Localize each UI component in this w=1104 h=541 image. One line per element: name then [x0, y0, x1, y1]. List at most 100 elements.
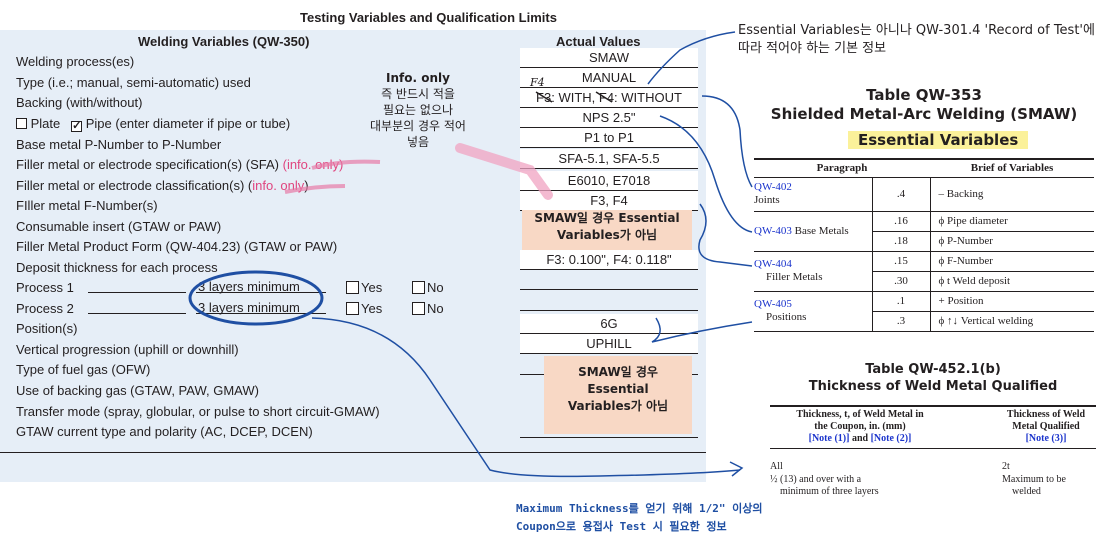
filler-spec-info-only: (info. only): [282, 157, 344, 172]
value-backing[interactable]: F3: WITH, F4: WITHOUT: [520, 88, 698, 108]
blue-circle-layers: [188, 270, 324, 326]
pipe-label: Pipe (enter diameter if pipe or tube): [85, 116, 291, 131]
thick-row2-right-2: welded: [1012, 486, 1041, 497]
blue-curve-thickness: [311, 317, 741, 478]
thick-row2-right-1: Maximum to be: [1002, 474, 1066, 485]
para-cell: QW-405 Positions: [754, 291, 872, 332]
qw-402-link[interactable]: QW-402: [754, 181, 792, 193]
value-process-2[interactable]: [520, 291, 698, 311]
process-1-no[interactable]: No: [412, 280, 444, 295]
process-1-no-label: No: [427, 280, 444, 295]
table-qw-452: Thickness, t, of Weld Metal in the Coupo…: [770, 405, 1096, 499]
value-base-metal[interactable]: P1 to P1: [520, 128, 698, 148]
process-1-no-checkbox[interactable]: [412, 281, 425, 294]
num-cell: .18: [871, 231, 931, 252]
brief-cell: ϕ P-Number: [930, 231, 1094, 252]
info-only-title: Info. only: [386, 71, 450, 85]
table-452-title-2: Thickness of Weld Metal Qualified: [808, 379, 1058, 394]
para-text: Joints: [754, 194, 780, 206]
process-2-value-line: [196, 313, 326, 314]
info-only-note: Info. only 즉 반드시 적을 필요는 없으나 대부분의 경우 적어 넣…: [356, 70, 480, 150]
thick-row2-left-1: ½ (13) and over with a: [770, 474, 862, 485]
process-2-value[interactable]: 3 layers minimum: [198, 300, 300, 315]
var-base-metal: Base metal P-Number to P-Number: [16, 137, 222, 152]
num-cell: .30: [871, 271, 931, 292]
process-2-no-checkbox[interactable]: [412, 302, 425, 315]
note-1-link[interactable]: [Note (1)]: [808, 433, 850, 444]
thick-row2-left-2: minimum of three layers: [780, 486, 879, 497]
process-1-yes[interactable]: Yes: [346, 280, 382, 295]
strike-f4: [595, 91, 613, 103]
smaw-note-2-line1: SMAW일 경우: [578, 365, 658, 379]
thick-head-right: Thickness of Weld Metal Qualified [Note …: [996, 409, 1096, 445]
para-text: Base Metals: [794, 224, 849, 237]
table-row: QW-402 Joints .4 – Backing: [754, 177, 1094, 212]
table-row: .30 ϕ t Weld deposit: [754, 271, 1094, 292]
blue-curve-fnumber: [698, 203, 753, 267]
value-positions[interactable]: 6G: [520, 314, 698, 334]
pipe-checkbox[interactable]: [71, 121, 83, 132]
plate-checkbox[interactable]: [16, 118, 27, 129]
process-2-no[interactable]: No: [412, 301, 444, 316]
pink-arrow-stroke: [455, 143, 553, 200]
value-filler-spec[interactable]: SFA-5.1, SFA-5.5: [520, 149, 698, 169]
var-plate-pipe: Plate Pipe (enter diameter if pipe or tu…: [16, 115, 290, 133]
process-1-yes-checkbox[interactable]: [346, 281, 359, 294]
table-452-title-1: Table QW-452.1(b): [865, 362, 1001, 377]
num-cell: .15: [871, 251, 931, 272]
smaw-note-2-line2: Essential: [587, 382, 649, 396]
essential-top-note: Essential Variables는 아니나 QW-301.4 'Recor…: [738, 23, 1095, 56]
qw-404-link[interactable]: QW-404: [754, 258, 792, 270]
form-bottom-band: [0, 452, 706, 482]
var-vertical-progression: Vertical progression (uphill or downhill…: [16, 342, 239, 357]
table-row: QW-404 Filler Metals .15 ϕ F-Number: [754, 251, 1094, 292]
thick-head-left: Thickness, t, of Weld Metal in the Coupo…: [770, 409, 950, 445]
process-1-yes-label: Yes: [361, 280, 383, 295]
value-type[interactable]: MANUAL: [520, 68, 698, 88]
qw-403-link[interactable]: QW-403: [754, 224, 792, 237]
smaw-note-box-2: SMAW일 경우 Essential Variables가 아님: [544, 356, 692, 434]
brief-cell: ϕ Pipe diameter: [930, 211, 1094, 232]
var-product-form: Filler Metal Product Form (QW-404.23) (G…: [16, 239, 338, 254]
bottom-handwritten-note: Maximum Thickness를 얻기 위해 1/2" 이상의 Coupon…: [516, 502, 763, 533]
process-2-line: [88, 313, 186, 314]
var-welding-process: Welding process(es): [16, 54, 135, 69]
num-cell: .1: [871, 291, 931, 312]
value-process-1[interactable]: [520, 270, 698, 290]
table-353-title-1: Table QW-353: [866, 86, 982, 104]
process-2-yes-label: Yes: [361, 301, 383, 316]
note-2-link[interactable]: [Note (2)]: [870, 433, 912, 444]
table-row: QW-403 Base Metals .16 ϕ Pipe diameter: [754, 211, 1094, 252]
filler-class-text: Filler metal or electrode classification…: [16, 178, 253, 193]
para-cell: QW-404 Filler Metals: [754, 251, 872, 292]
brief-cell: + Position: [930, 291, 1094, 312]
value-filler-class[interactable]: E6010, E7018: [520, 171, 698, 191]
process-2-yes[interactable]: Yes: [346, 301, 382, 316]
process-2-no-label: No: [427, 301, 444, 316]
var-backing-gas: Use of backing gas (GTAW, PAW, GMAW): [16, 383, 259, 398]
var-filler-spec: Filler metal or electrode specification(…: [16, 156, 343, 174]
handwritten-f4-top: F4: [530, 76, 545, 89]
value-pipe-diameter[interactable]: NPS 2.5": [520, 108, 698, 128]
value-vertical-progression[interactable]: UPHILL: [520, 334, 698, 354]
var-consumable-insert: Consumable insert (GTAW or PAW): [16, 219, 222, 234]
var-gtaw-current: GTAW current type and polarity (AC, DCEP…: [16, 424, 313, 439]
table-row: .18 ϕ P-Number: [754, 231, 1094, 252]
process-1-value-line: [196, 292, 326, 293]
var-process-2: Process 2: [16, 301, 74, 316]
para-text: Filler Metals: [766, 271, 823, 283]
value-deposit-thickness[interactable]: F3: 0.100", F4: 0.118": [520, 250, 698, 270]
process-2-yes-checkbox[interactable]: [346, 302, 359, 315]
col-head-values: Actual Values: [556, 34, 641, 49]
thick-table-head: Thickness, t, of Weld Metal in the Coupo…: [770, 405, 1096, 449]
note-3-link[interactable]: [Note (3)]: [1025, 433, 1067, 444]
blue-curve-position: [651, 317, 753, 343]
qw-405-link[interactable]: QW-405: [754, 298, 792, 310]
table-qw-353: Paragraph Brief of Variables QW-402 Join…: [754, 158, 1094, 332]
var-f-number: FIller metal F-Number(s): [16, 198, 158, 213]
blue-curve-top: [647, 31, 736, 85]
brief-cell: ϕ ↑↓ Vertical welding: [930, 311, 1094, 332]
value-welding-process[interactable]: SMAW: [520, 48, 698, 68]
process-1-value[interactable]: 3 layers minimum: [198, 279, 300, 294]
num-cell: .3: [871, 311, 931, 332]
